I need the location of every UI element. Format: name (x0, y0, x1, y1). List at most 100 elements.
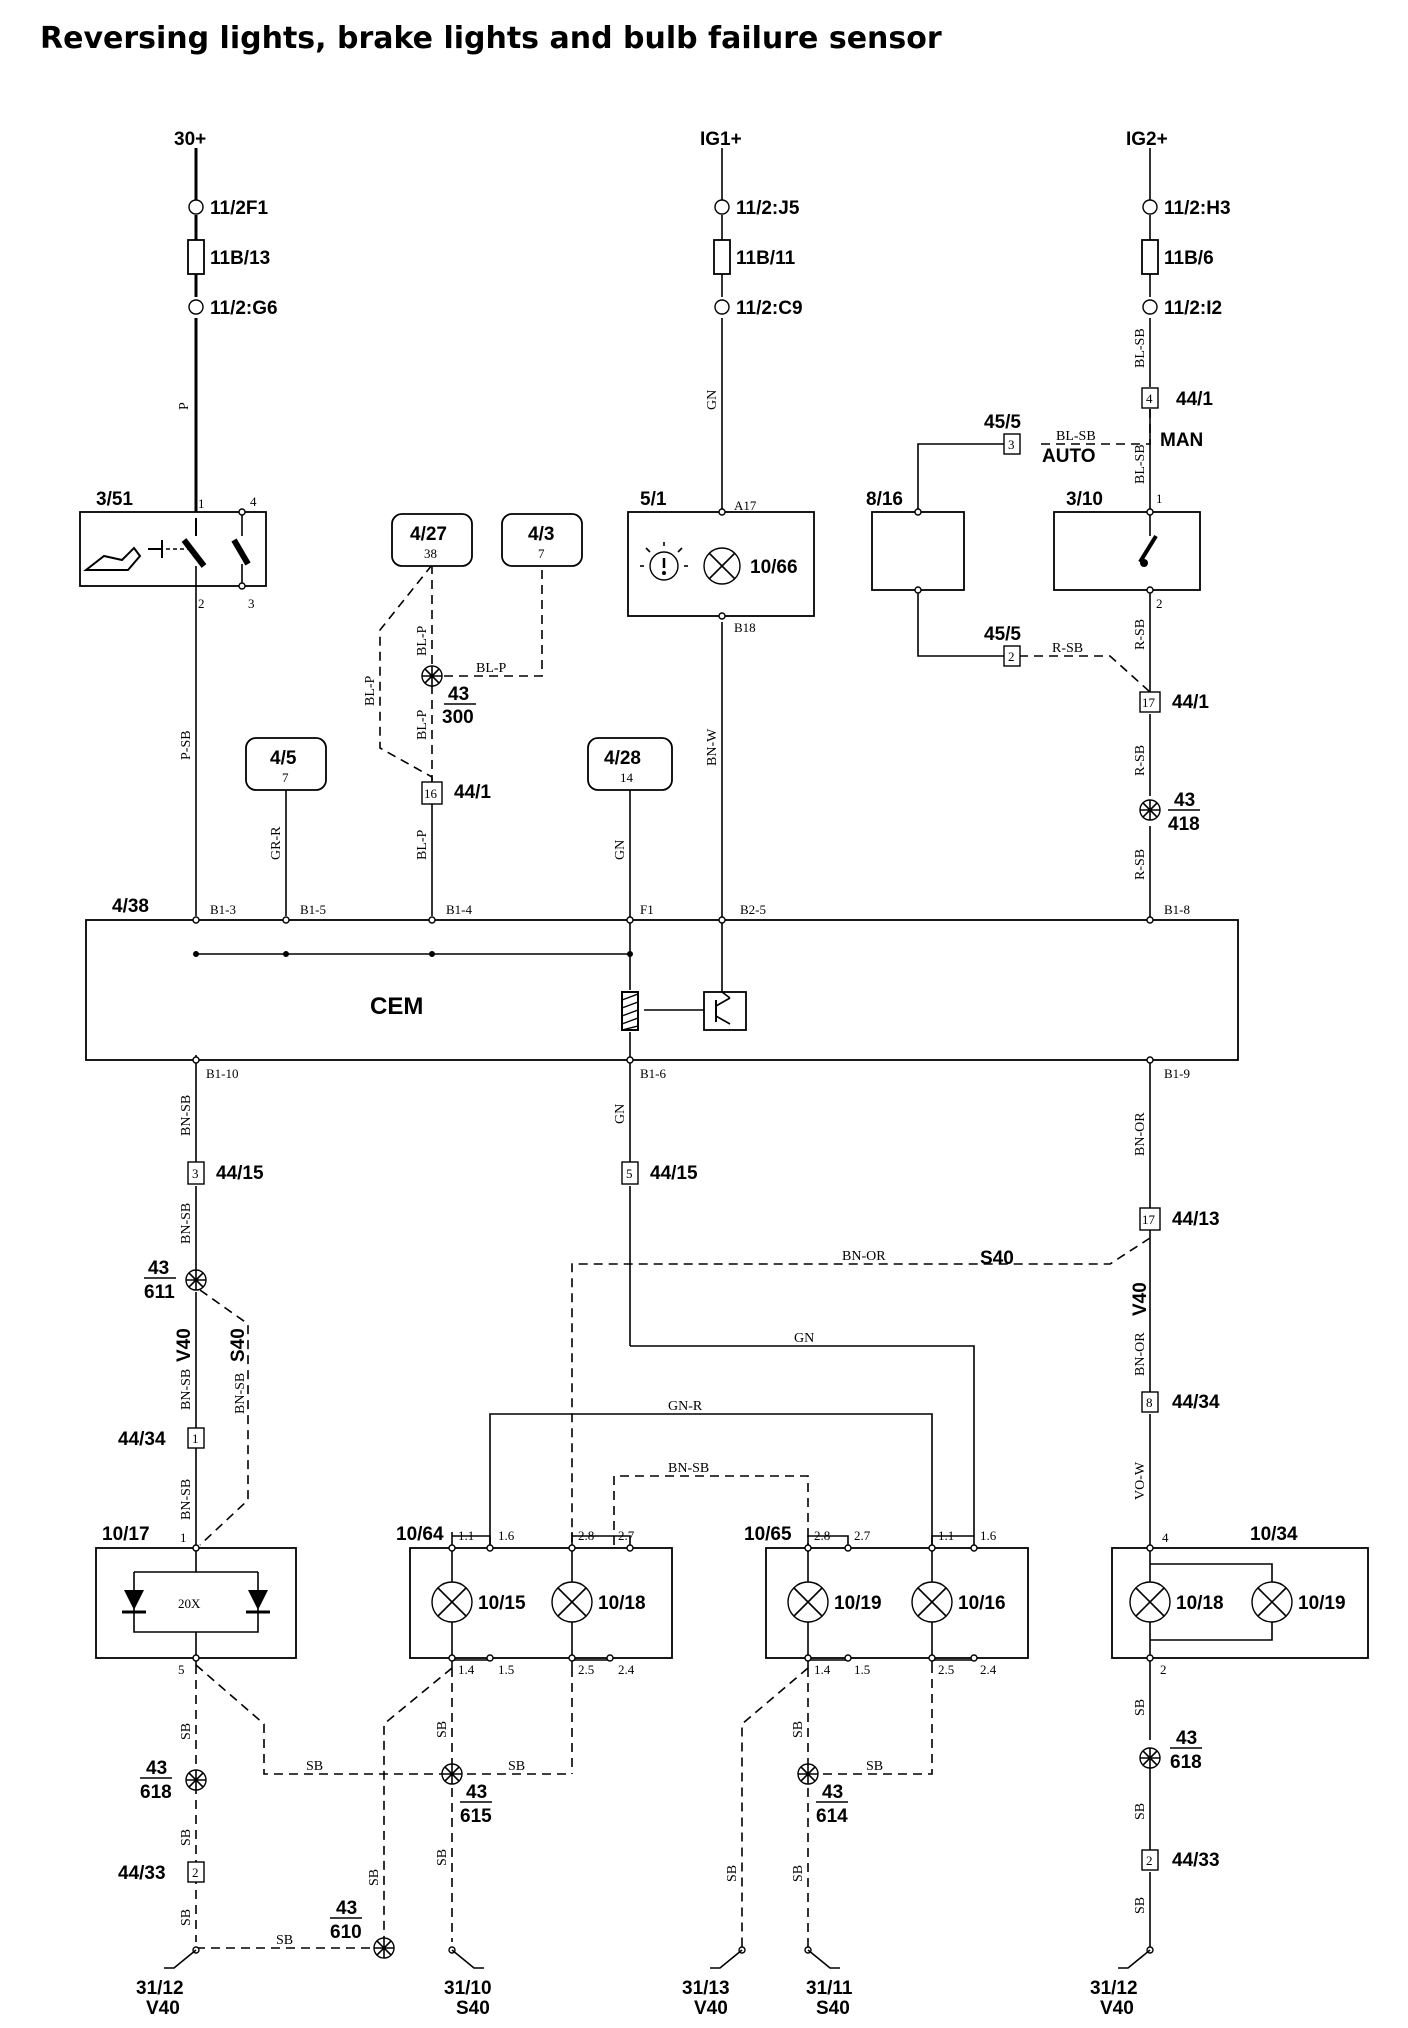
component-cem: 4/38 CEM B1-3 B1-5 B1-4 F1 B2-5 B1-8 B1-… (85, 896, 1239, 1081)
svg-text:GN: GN (613, 840, 628, 860)
svg-text:P: P (177, 402, 192, 410)
variant-s40-left: S40 (228, 1328, 249, 1362)
svg-text:43: 43 (822, 1782, 843, 1803)
svg-text:SB: SB (725, 1865, 740, 1882)
connector-k11: 2 44/33 (118, 1861, 205, 1884)
svg-text:R-SB: R-SB (1133, 849, 1148, 880)
svg-text:R-SB: R-SB (1052, 641, 1083, 656)
svg-text:2.7: 2.7 (854, 1528, 871, 1543)
svg-text:S40: S40 (456, 1998, 490, 2019)
component-10-64: 10/64 1.1 1.6 2.8 2.7 1.4 1.5 2.5 2.4 10… (396, 1524, 673, 1677)
svg-text:BL-P: BL-P (476, 661, 507, 676)
svg-text:S40: S40 (816, 1998, 850, 2019)
ground-31-10: 31/10 S40 (444, 1946, 492, 2019)
terminal-11-2h3 (1142, 199, 1158, 215)
svg-text:BL-P: BL-P (415, 625, 430, 656)
dashed-wires (195, 409, 1151, 1949)
bulb-10-19-icon (787, 1581, 829, 1623)
svg-text:B1-8: B1-8 (1164, 902, 1190, 917)
bulb-10-15-icon (431, 1581, 473, 1623)
svg-text:1: 1 (192, 1431, 199, 1446)
switch-contact-a-icon (181, 538, 207, 568)
diode-20x-label: 20X (178, 1596, 201, 1611)
svg-text:300: 300 (442, 707, 474, 728)
bulb-10-16-icon (911, 1581, 953, 1623)
auto-label: AUTO (1042, 446, 1095, 467)
svg-text:16: 16 (424, 786, 438, 801)
svg-text:V40: V40 (1100, 1998, 1134, 2019)
component-4-27: 4/27 38 (391, 513, 473, 567)
bulb-10-16-label: 10/16 (958, 1593, 1006, 1614)
splice-43-614: 43 614 (797, 1763, 848, 1827)
svg-text:SB: SB (791, 1721, 806, 1738)
svg-text:R-SB: R-SB (1133, 619, 1148, 650)
supply-ig2-label: IG2+ (1126, 129, 1168, 150)
terminal-11-2i2-label: 11/2:I2 (1164, 298, 1222, 319)
svg-text:44/13: 44/13 (1172, 1209, 1220, 1230)
bulb-10-66-label: 10/66 (750, 557, 798, 578)
svg-text:B1-4: B1-4 (446, 902, 473, 917)
svg-text:BL-SB: BL-SB (1056, 429, 1096, 444)
svg-text:BL-SB: BL-SB (1133, 328, 1148, 368)
fuse-11b-11-label: 11B/11 (736, 248, 796, 269)
svg-text:618: 618 (1170, 1752, 1202, 1773)
bulb-10-19-rear-label: 10/19 (1298, 1593, 1346, 1614)
page-title: Reversing lights, brake lights and bulb … (40, 21, 942, 56)
svg-text:1: 1 (1156, 491, 1163, 506)
svg-text:SB: SB (866, 1759, 883, 1774)
fuse-11b-13 (187, 239, 205, 275)
svg-text:SB: SB (435, 1721, 450, 1738)
connector-k1: 4 44/1 (1141, 387, 1213, 410)
svg-text:GR-R: GR-R (269, 826, 284, 860)
ground-31-11: 31/11 S40 (804, 1946, 853, 2019)
wire-color-labels: P GN BL-SB BL-SB BL-SB BL-P BL-P BL-P BL… (177, 328, 1148, 1948)
svg-text:SB: SB (1133, 1803, 1148, 1820)
svg-text:BN-SB: BN-SB (668, 1461, 709, 1476)
svg-text:GN: GN (613, 1104, 628, 1124)
connector-k10: 8 44/34 (1141, 1391, 1220, 1413)
svg-text:615: 615 (460, 1806, 492, 1827)
svg-text:44/1: 44/1 (1172, 692, 1209, 713)
connector-k3: 2 45/5 (984, 624, 1021, 667)
svg-text:2: 2 (1160, 1662, 1167, 1677)
svg-text:2: 2 (1156, 596, 1163, 611)
svg-text:B2-5: B2-5 (740, 902, 766, 917)
svg-text:P-SB: P-SB (179, 730, 194, 760)
svg-text:BL-SB: BL-SB (1133, 444, 1148, 484)
svg-text:V40: V40 (146, 1998, 180, 2019)
svg-text:44/33: 44/33 (1172, 1850, 1220, 1871)
splice-43-418: 43 418 (1139, 790, 1200, 835)
bulb-10-15-label: 10/15 (478, 1593, 526, 1614)
warning-light-icon (640, 542, 688, 581)
svg-text:38: 38 (424, 546, 437, 561)
terminal-11-2h3-label: 11/2:H3 (1164, 198, 1231, 219)
svg-text:SB: SB (791, 1865, 806, 1882)
connector-k4: 17 44/1 (1139, 691, 1209, 713)
svg-text:SB: SB (508, 1759, 525, 1774)
fuse-11b-6-label: 11B/6 (1164, 248, 1214, 269)
component-4-5: 4/5 7 (245, 737, 327, 791)
supply-ig1-label: IG1+ (700, 129, 742, 150)
terminal-11-2f1 (188, 199, 204, 215)
svg-text:4: 4 (1146, 391, 1153, 406)
svg-text:2: 2 (1146, 1853, 1153, 1868)
svg-text:2: 2 (1008, 649, 1015, 664)
svg-text:B1-6: B1-6 (640, 1066, 667, 1081)
svg-text:BL-P: BL-P (415, 709, 430, 740)
svg-text:44/15: 44/15 (216, 1163, 264, 1184)
ground-31-12-left: 31/12 V40 (136, 1946, 200, 2019)
svg-text:SB: SB (179, 1723, 194, 1740)
svg-text:2.4: 2.4 (980, 1662, 997, 1677)
svg-text:45/5: 45/5 (984, 624, 1021, 645)
svg-text:B1-9: B1-9 (1164, 1066, 1190, 1081)
component-4-5-label: 4/5 (270, 748, 297, 769)
connector-k6: 3 44/15 (187, 1161, 264, 1185)
svg-text:3: 3 (192, 1166, 199, 1181)
svg-text:BN-SB: BN-SB (179, 1369, 194, 1410)
component-10-65-label: 10/65 (744, 1524, 792, 1545)
supply-ig1: IG1+ 11/2:J5 11B/11 11/2:C9 (700, 129, 803, 319)
svg-text:7: 7 (282, 770, 289, 785)
svg-text:44/34: 44/34 (118, 1429, 166, 1450)
svg-text:43: 43 (448, 684, 469, 705)
diode-right-icon (248, 1590, 268, 1610)
